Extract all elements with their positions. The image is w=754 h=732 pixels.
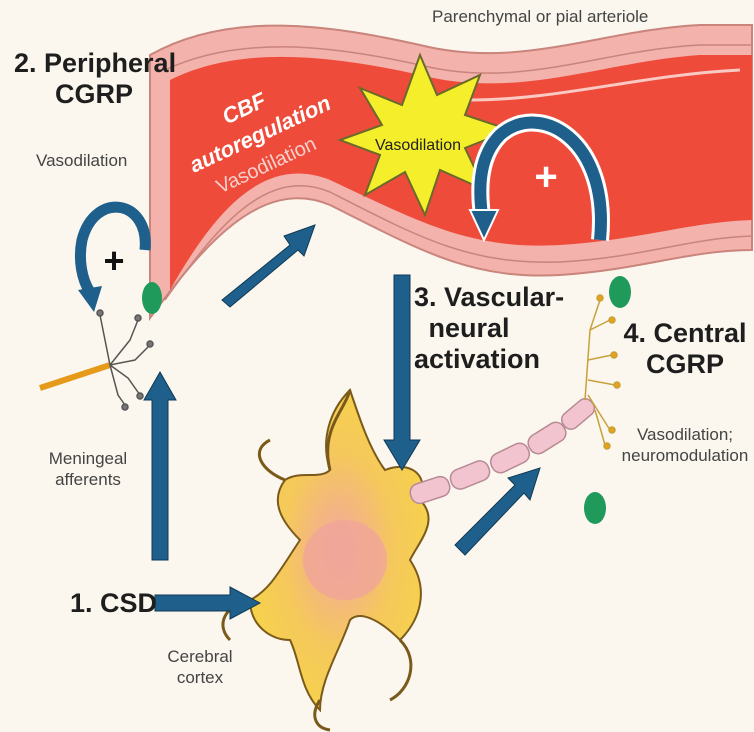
meningeal-afferents-label: Meningeal afferents bbox=[28, 448, 148, 491]
step2-effect: Vasodilation bbox=[36, 150, 127, 171]
cerebral-cortex-label: Cerebral cortex bbox=[150, 646, 250, 689]
cortex-label-line2: cortex bbox=[150, 667, 250, 688]
top-arteriole-label: Parenchymal or pial arteriole bbox=[432, 6, 648, 27]
step4-effect-line2: neuromodulation bbox=[618, 445, 752, 466]
receptor-peripheral bbox=[142, 282, 162, 314]
step4-title-line1: 4. Central bbox=[620, 318, 750, 349]
arrow-csd-to-meningeal bbox=[144, 372, 176, 560]
arrow-meningeal-to-vessel bbox=[222, 225, 315, 307]
arrow-csd-to-cortex bbox=[155, 587, 260, 619]
axon bbox=[408, 396, 598, 506]
step4-title-line2: CGRP bbox=[620, 349, 750, 380]
step2-title-line2: CGRP bbox=[14, 79, 174, 110]
meningeal-label-line2: afferents bbox=[28, 469, 148, 490]
step2-title: 2. Peripheral CGRP bbox=[14, 48, 174, 110]
step1-title: 1. CSD bbox=[70, 588, 157, 619]
step4-title: 4. Central CGRP bbox=[620, 318, 750, 380]
step3-title-line1: 3. Vascular- bbox=[414, 282, 524, 313]
axon-terminals bbox=[585, 295, 620, 449]
meningeal-afferent-neuron bbox=[40, 310, 153, 410]
meningeal-label-line1: Meningeal bbox=[28, 448, 148, 469]
step3-title: 3. Vascular- neural activation bbox=[414, 282, 524, 375]
burst-vasodilation-label: Vasodilation bbox=[375, 137, 461, 154]
peripheral-plus-symbol: + bbox=[103, 240, 124, 281]
step4-effect: Vasodilation; neuromodulation bbox=[618, 424, 752, 467]
cortex-label-line1: Cerebral bbox=[150, 646, 250, 667]
step3-title-line2: neural bbox=[414, 313, 524, 344]
step3-title-line3: activation bbox=[414, 344, 524, 375]
receptor-central-top bbox=[609, 276, 631, 308]
step4-effect-line1: Vasodilation; bbox=[618, 424, 752, 445]
receptor-central-bottom bbox=[584, 492, 606, 524]
step2-title-line1: 2. Peripheral bbox=[14, 48, 174, 79]
vessel-plus-symbol: + bbox=[534, 155, 557, 199]
